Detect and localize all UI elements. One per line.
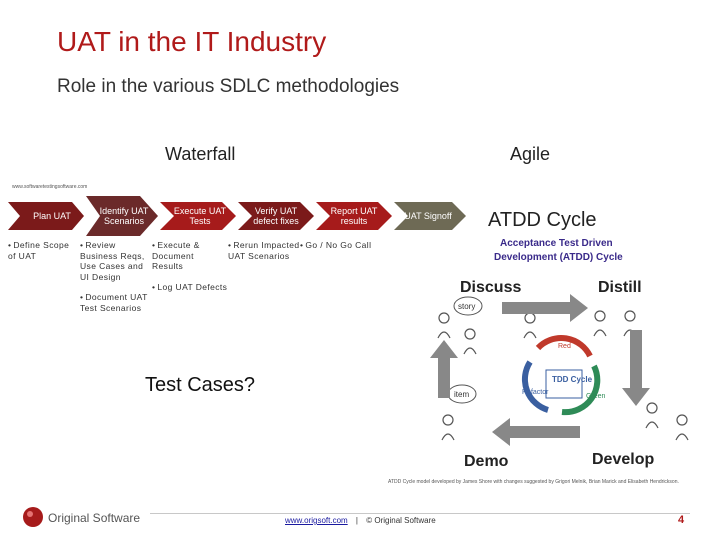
source-url: www.softwaretestingsoftware.com [12, 184, 88, 190]
chevron-label-identify: Identify UAT Scenarios [99, 206, 149, 226]
chevron-label-plan: Plan UAT [33, 211, 71, 221]
atdd-cycle-diagram: ATDD Cycle Acceptance Test Driven Develo… [430, 198, 720, 476]
footer-separator: | [355, 516, 358, 525]
page-number: 4 [678, 514, 685, 526]
footer-copyright: © Original Software [366, 516, 436, 525]
chevron-execute [160, 202, 236, 230]
chevron-signoff [394, 202, 466, 230]
waterfall-heading: Waterfall [165, 144, 236, 164]
quadrant-develop: Develop [592, 451, 654, 468]
tdd-cycle-center [521, 335, 601, 416]
tdd-green: Green [586, 393, 606, 400]
bullet-plan-1: •Define Scope of UAT [8, 240, 70, 261]
chevron-identify [86, 196, 158, 236]
bullet-verify-1: •Rerun Impacted UAT Scenarios [228, 240, 300, 261]
chevron-label-report: Report UAT results [330, 206, 378, 226]
agile-heading: Agile [510, 144, 551, 164]
bullet-identify-2: •Document UAT Test Scenarios [80, 292, 148, 313]
waterfall-chevrons [8, 196, 466, 236]
footer-divider [150, 513, 690, 514]
cycle-arrows [430, 294, 650, 446]
bullet-identify-1: •Review Business Reqs, Use Cases and UI … [80, 240, 145, 282]
footer-links: www.origsoft.com | © Original Software [285, 516, 436, 525]
chevron-plan-uat [8, 202, 84, 230]
tdd-red: Red [558, 343, 571, 350]
atdd-subtitle-2: Development (ATDD) Cycle [494, 252, 623, 263]
footer-website-link[interactable]: www.origsoft.com [285, 516, 348, 525]
quadrant-demo: Demo [464, 453, 509, 470]
bullet-report-1: •Go / No Go Call [300, 240, 372, 250]
slide-title: UAT in the IT Industry [57, 26, 327, 57]
footer-logo-text: Original Software [48, 511, 141, 525]
quadrant-discuss: Discuss [460, 279, 521, 296]
bubble-item: item [454, 390, 469, 399]
chevron-label-execute: Execute UAT Tests [173, 206, 227, 226]
bubble-story: story [458, 302, 475, 311]
chevron-report [316, 202, 392, 230]
tdd-refactor: Refactor [522, 389, 549, 396]
chevron-verify [238, 202, 314, 230]
tdd-center-label: TDD Cycle [552, 375, 593, 384]
chevron-label-verify: Verify UAT defect fixes [253, 206, 299, 226]
bullet-execute-1: •Execute & Document Results [152, 240, 200, 271]
chevron-label-signoff: UAT Signoff [404, 211, 452, 221]
atdd-graphic: ATDD Cycle Acceptance Test Driven Develo… [430, 209, 689, 470]
bullet-execute-2: •Log UAT Defects [152, 282, 228, 292]
original-software-logo-icon [22, 506, 44, 528]
test-cases-question: Test Cases? [145, 374, 256, 396]
story-bubble [453, 296, 483, 316]
atdd-credit: ATDD Cycle model developed by James Shor… [388, 479, 679, 485]
atdd-title: ATDD Cycle [488, 209, 597, 231]
quadrant-distill: Distill [598, 279, 642, 296]
atdd-subtitle-1: Acceptance Test Driven [500, 238, 613, 249]
slide-subtitle: Role in the various SDLC methodologies [57, 76, 400, 97]
